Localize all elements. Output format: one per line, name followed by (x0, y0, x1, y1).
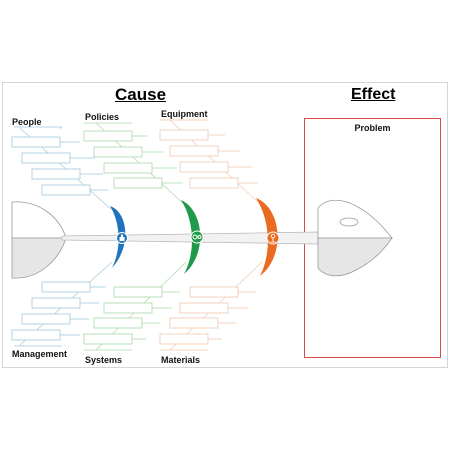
cause-box (31, 168, 81, 180)
effect-heading: Effect (351, 86, 396, 103)
cause-box (41, 184, 91, 196)
cause-box (31, 297, 81, 309)
category-management: Management (12, 349, 68, 359)
category-materials: Materials (161, 355, 201, 365)
cause-box (83, 130, 133, 142)
category-policies: Policies (85, 112, 120, 122)
category-systems: Systems (85, 355, 123, 365)
fish-head (317, 199, 393, 277)
blue-fin (110, 206, 126, 268)
people-cause-boxes (11, 126, 108, 196)
cause-box (179, 161, 229, 173)
equipment-cause-boxes (159, 119, 258, 189)
cause-box (159, 129, 209, 141)
systems-cause-boxes (83, 286, 180, 351)
cause-box (189, 177, 239, 189)
cause-box (103, 302, 153, 314)
cause-box (11, 329, 61, 341)
category-people: People (12, 117, 42, 127)
orange-fin (256, 198, 278, 276)
thumbs-up-icon (116, 232, 128, 244)
cause-box (169, 317, 219, 329)
materials-cause-boxes (159, 286, 256, 351)
cause-box (159, 333, 209, 345)
cause-box (113, 177, 163, 189)
gears-icon (190, 230, 204, 244)
management-cause-boxes (11, 281, 106, 347)
cause-box (21, 152, 71, 164)
cause-box (189, 286, 239, 298)
cause-heading: Cause (115, 85, 167, 104)
policies-cause-boxes (83, 122, 183, 189)
cause-box (41, 281, 91, 293)
cause-box (179, 302, 229, 314)
cause-box (169, 145, 219, 157)
cause-box (103, 162, 153, 174)
effect-problem-label: Problem (354, 123, 391, 133)
cause-box (21, 313, 71, 325)
fish-spine (61, 231, 319, 245)
green-fin (181, 200, 201, 274)
cause-box (113, 286, 163, 298)
fish-tail (11, 201, 67, 279)
diagram-frame (2, 82, 448, 368)
cause-box (83, 333, 133, 345)
fish-eye (339, 217, 359, 227)
cause-box (93, 146, 143, 158)
cause-box (93, 317, 143, 329)
category-equipment: Equipment (161, 109, 208, 119)
flower-icon (266, 231, 280, 245)
cause-box (11, 136, 61, 148)
